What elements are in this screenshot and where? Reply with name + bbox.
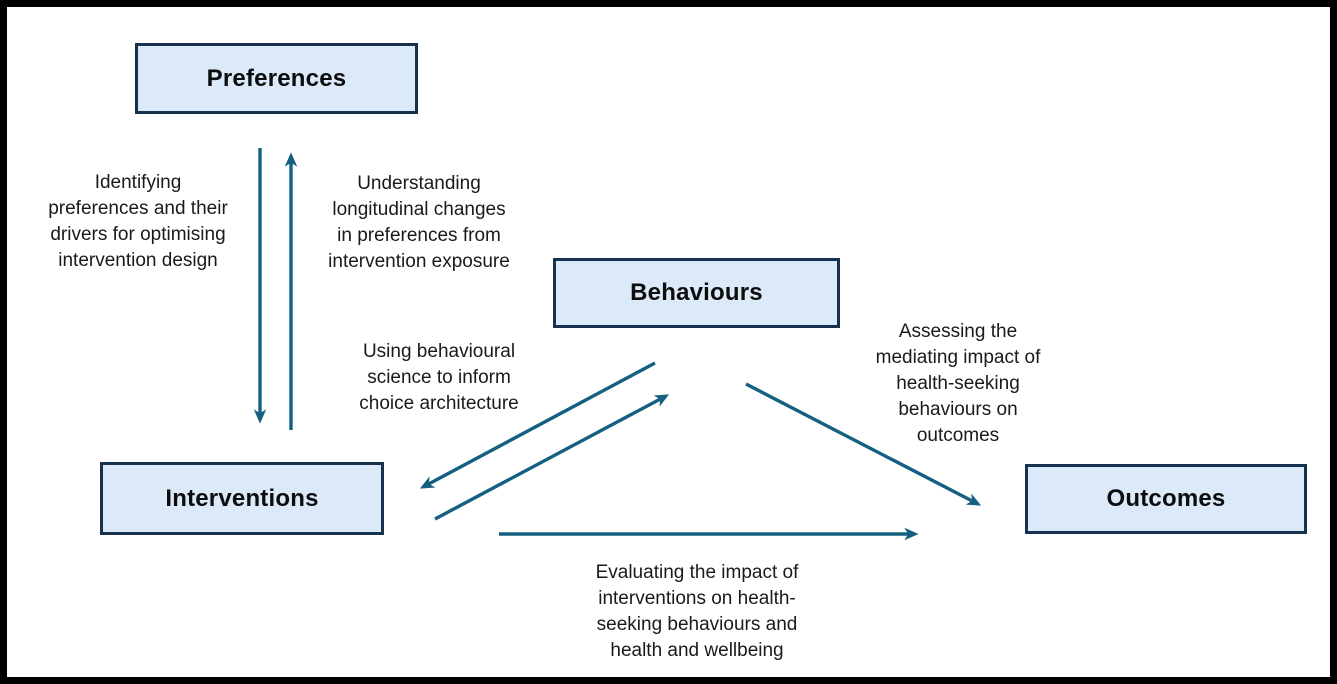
node-behaviours: Behaviours <box>553 258 840 328</box>
edge-label-using-behavioural-science: Using behavioural science to inform choi… <box>359 341 519 414</box>
node-outcomes: Outcomes <box>1025 464 1307 534</box>
node-interventions-label: Interventions <box>165 484 319 512</box>
edge-label-assessing-mediating-impact: Assessing the mediating impact of health… <box>875 321 1041 446</box>
edge-label-understanding-longitudinal-changes: Understanding longitudinal changes in pr… <box>328 173 510 272</box>
node-outcomes-label: Outcomes <box>1106 485 1226 512</box>
node-preferences: Preferences <box>135 43 418 114</box>
edge-label-evaluating-impact: Evaluating the impact of interventions o… <box>595 562 799 661</box>
node-interventions: Interventions <box>100 462 384 535</box>
node-behaviours-label: Behaviours <box>630 279 763 306</box>
node-preferences-label: Preferences <box>206 64 347 92</box>
edge-label-identifying-preferences: Identifying preferences and their driver… <box>48 172 228 271</box>
